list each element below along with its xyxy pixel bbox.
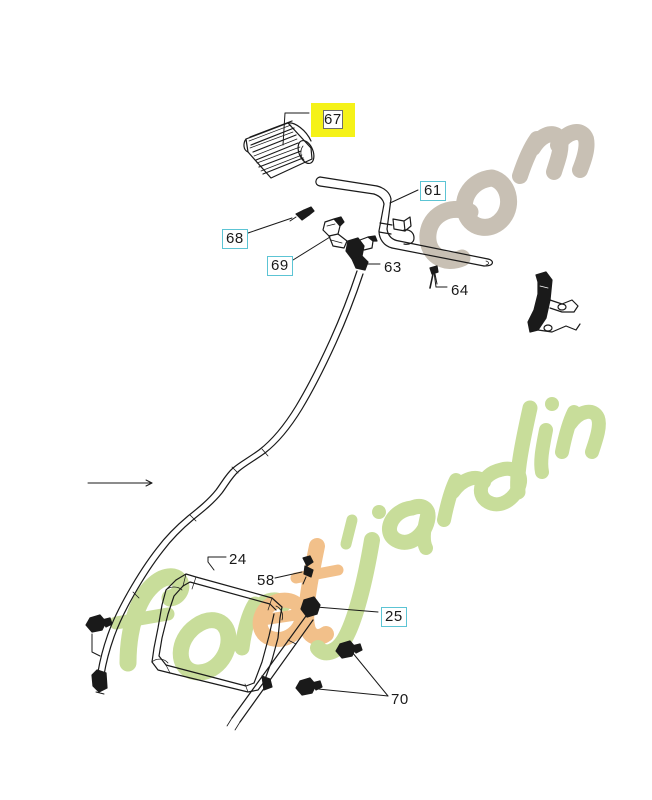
- part-fastener-58: [302, 555, 314, 585]
- callout-64[interactable]: 64: [450, 283, 470, 298]
- part-handle-frame-24: [151, 573, 284, 693]
- part-bracket-right-unlabeled: [527, 271, 581, 333]
- part-hand-grip-67: [243, 120, 315, 179]
- callout-64-number: 64: [451, 282, 469, 299]
- part-cable-clamp-69: [322, 216, 348, 249]
- callout-69-number: 69: [267, 256, 293, 276]
- callout-58[interactable]: 58: [256, 573, 276, 588]
- callout-70[interactable]: 70: [390, 692, 410, 707]
- part-handlebar-tube-61: [315, 176, 493, 267]
- callout-61-number: 61: [420, 181, 446, 201]
- callout-24[interactable]: 24: [228, 552, 248, 567]
- leader-lines: [207, 112, 448, 697]
- callout-63-number: 63: [384, 259, 402, 276]
- part-bolt-left-unlabeled: [85, 614, 113, 657]
- callout-24-number: 24: [229, 551, 247, 568]
- callout-67[interactable]: 67: [311, 103, 355, 137]
- part-split-pin-64: [429, 265, 439, 289]
- part-support-rod-25: [226, 596, 321, 731]
- callout-25[interactable]: 25: [381, 607, 407, 627]
- callout-25-number: 25: [381, 607, 407, 627]
- part-control-cable: [87, 237, 369, 695]
- callout-68-number: 68: [222, 229, 248, 249]
- part-knob-bolt-lower-70: [295, 677, 323, 696]
- part-bolt-68: [289, 206, 315, 222]
- callout-67-number: 67: [323, 110, 343, 129]
- callout-69[interactable]: 69: [267, 256, 293, 276]
- callout-70-number: 70: [391, 691, 409, 708]
- callout-68[interactable]: 68: [222, 229, 248, 249]
- callout-63[interactable]: 63: [383, 260, 403, 275]
- part-knob-bolt-upper-70: [335, 640, 363, 659]
- callout-58-number: 58: [257, 572, 275, 589]
- callout-61[interactable]: 61: [420, 181, 446, 201]
